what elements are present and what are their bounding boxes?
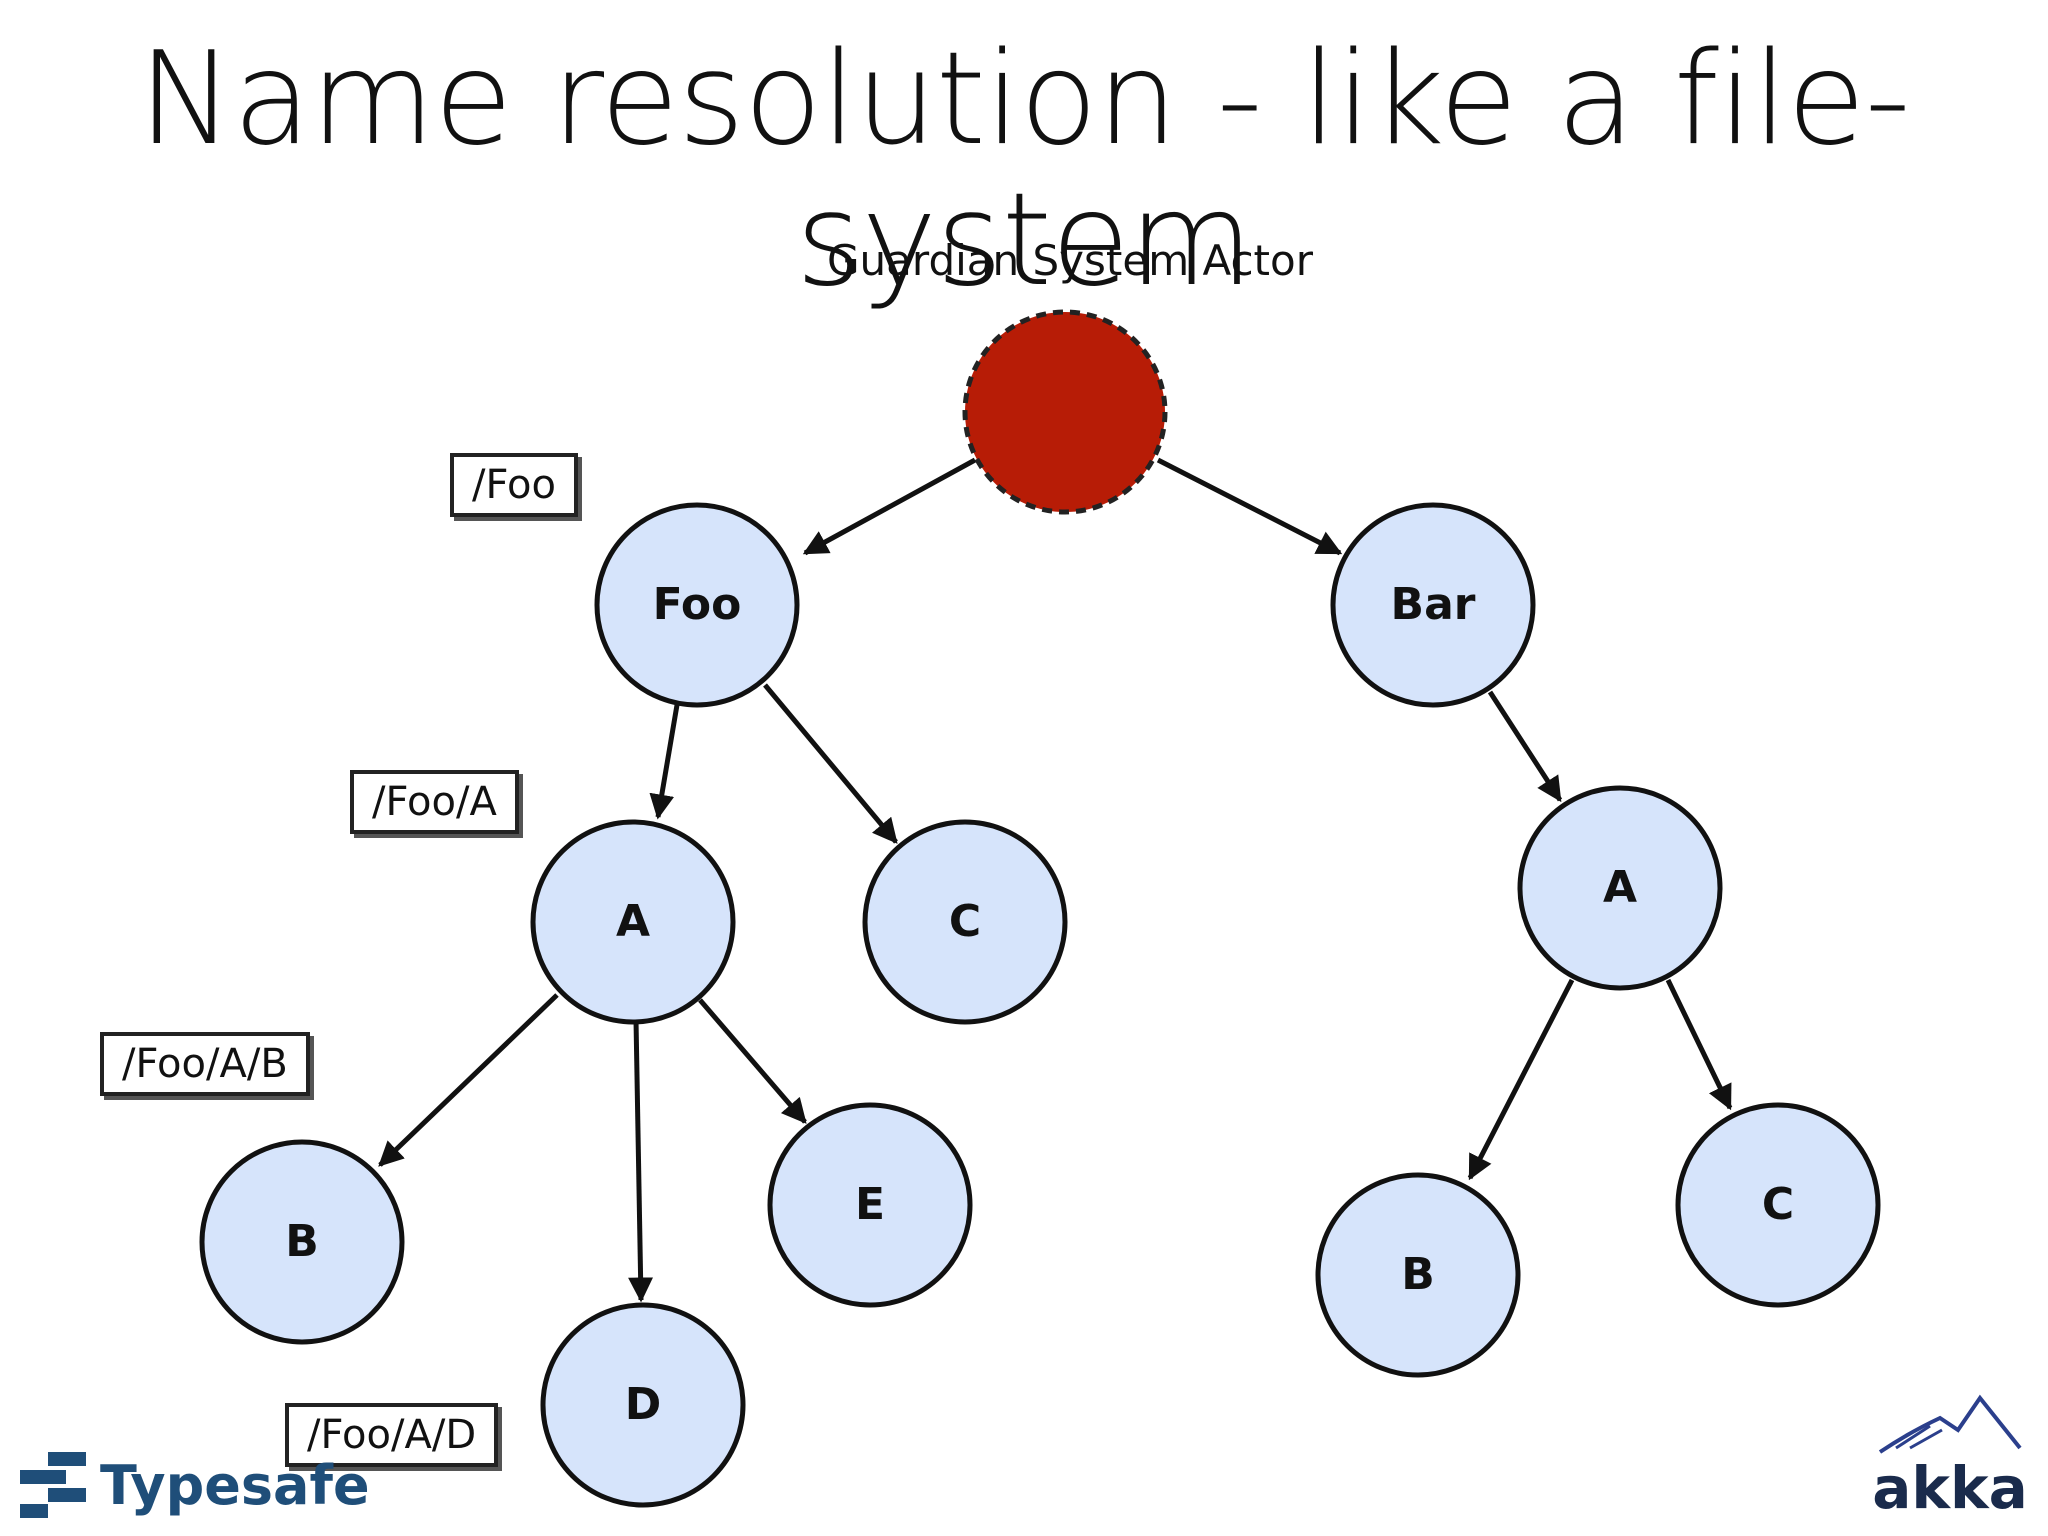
slide-title: Name resolution - like a file-system: [138, 25, 1911, 315]
typesafe-logo-text: Typesafe: [100, 1453, 370, 1517]
node-foo-c: C: [862, 819, 1068, 1025]
node-bar-a-c-label: C: [1762, 1179, 1794, 1230]
node-foo-a-e-label: E: [855, 1179, 885, 1230]
typesafe-logo: Typesafe: [18, 1450, 370, 1520]
edge-fooa-e: [698, 998, 807, 1124]
node-bar-a-b: B: [1315, 1172, 1521, 1378]
path-label-foo-a-b: /Foo/A/B: [100, 1032, 310, 1096]
node-foo-c-label: C: [949, 896, 981, 947]
edge-foo-a: [649, 704, 680, 820]
node-foo-label: Foo: [653, 579, 742, 630]
node-bar-label: Bar: [1391, 579, 1476, 630]
node-bar-a: A: [1517, 785, 1723, 991]
edge-bara-b: [1467, 978, 1575, 1181]
edge-root-bar: [1156, 457, 1343, 556]
node-foo-a-d: D: [540, 1302, 746, 1508]
path-label-foo: /Foo: [450, 453, 579, 517]
typesafe-mark-icon: [20, 1452, 86, 1518]
node-bar: Bar: [1330, 502, 1536, 708]
node-bar-a-c: C: [1675, 1102, 1881, 1308]
node-foo: Foo: [594, 502, 800, 708]
node-bar-a-label: A: [1603, 862, 1637, 913]
edge-foo-c: [763, 683, 898, 844]
edge-fooa-b: [378, 993, 559, 1167]
node-bar-a-b-label: B: [1401, 1249, 1435, 1300]
node-foo-a-e: E: [767, 1102, 973, 1308]
edge-fooa-d: [628, 1019, 654, 1303]
edge-bar-a: [1487, 690, 1563, 803]
node-foo-a-d-label: D: [625, 1379, 662, 1430]
edge-bara-c: [1665, 978, 1733, 1111]
edge-root-foo: [802, 457, 977, 556]
akka-mountain-icon: [1878, 1394, 2022, 1454]
path-label-foo-a: /Foo/A: [350, 770, 519, 834]
node-foo-a-label: A: [616, 896, 650, 947]
akka-logo: akka: [1870, 1390, 2030, 1522]
path-label-foo-a-d: /Foo/A/D: [285, 1403, 499, 1467]
node-foo-a-b-label: B: [285, 1216, 319, 1267]
akka-logo-text: akka: [1872, 1454, 2028, 1522]
root-label: Guardian System Actor: [827, 236, 1313, 285]
node-foo-a: A: [530, 819, 736, 1025]
guardian-root-node: [962, 309, 1168, 515]
node-foo-a-b: B: [199, 1139, 405, 1345]
